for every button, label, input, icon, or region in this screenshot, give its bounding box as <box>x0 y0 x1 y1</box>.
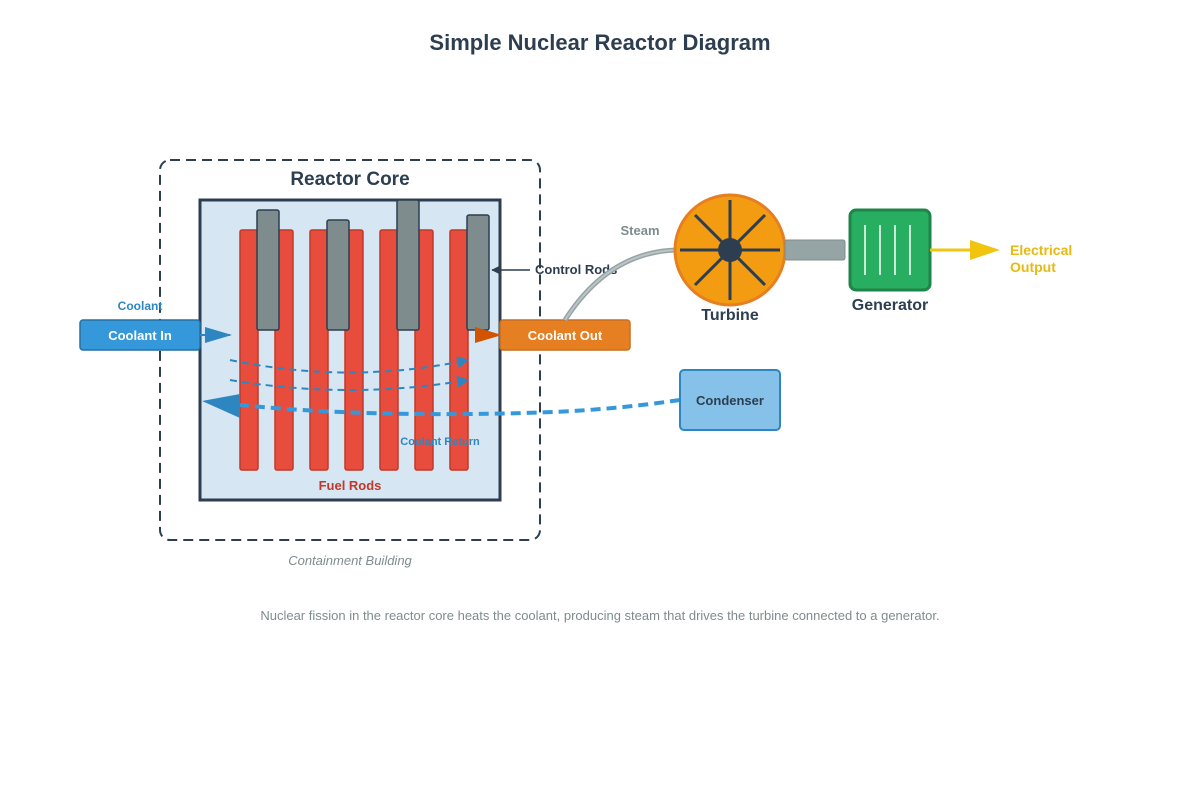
condenser-label: Condenser <box>696 393 764 408</box>
electrical-output-arrowhead <box>970 240 1000 260</box>
fuel-rod <box>449 229 469 471</box>
coolant-return-label: Coolant Return <box>400 436 480 448</box>
electrical-output-line2: Output <box>1010 259 1056 275</box>
control-rod <box>466 214 490 331</box>
coolant-in-arrowhead <box>205 327 232 343</box>
coolant-in-label: Coolant In <box>108 328 172 343</box>
fuel-rod <box>309 229 329 471</box>
electrical-output-label: Electrical Output <box>1010 242 1076 275</box>
steam-label: Steam <box>620 223 659 238</box>
containment-building <box>159 159 541 541</box>
control-rod <box>256 209 280 331</box>
coolant-return-arrowhead <box>202 394 240 418</box>
coolant-side-label: Coolant <box>118 299 163 313</box>
reactor-core-title: Reactor Core <box>290 169 409 190</box>
coolant-flow-line <box>229 375 470 391</box>
control-rod <box>396 199 420 331</box>
steam-pipe <box>562 247 681 322</box>
generator-coils-icon <box>864 225 911 275</box>
fuel-rod <box>239 229 259 471</box>
coolant-return-line <box>239 398 681 417</box>
control-rod <box>326 219 350 331</box>
diagram-caption: Nuclear fission in the reactor core heat… <box>260 608 939 623</box>
coolant-out-label: Coolant Out <box>528 328 603 343</box>
generator <box>848 208 932 292</box>
steam-pipe-highlight <box>564 249 681 321</box>
turbine-label: Turbine <box>701 307 759 324</box>
generator-label: Generator <box>852 297 928 314</box>
control-rods-label: Control Rods <box>535 262 617 277</box>
fuel-rod <box>379 229 399 471</box>
condenser <box>679 369 781 431</box>
electrical-output-line1: Electrical <box>1010 242 1072 258</box>
page-title: Simple Nuclear Reactor Diagram <box>429 30 770 55</box>
coolant-out-arrowhead <box>475 327 502 343</box>
fuel-rods-label: Fuel Rods <box>319 478 382 493</box>
containment-label: Containment Building <box>288 553 412 568</box>
turbine-shaft <box>784 239 846 261</box>
coolant-flow-line <box>229 356 470 374</box>
turbine-hub <box>718 238 742 262</box>
